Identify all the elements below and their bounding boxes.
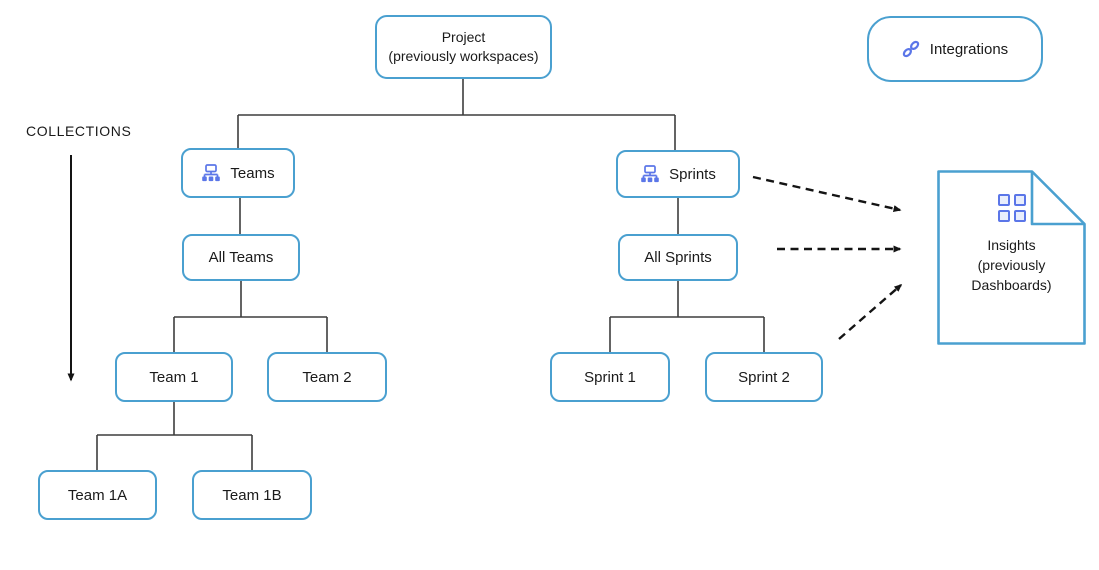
node-all-teams: All Teams [182, 234, 300, 281]
node-sprint-1: Sprint 1 [550, 352, 670, 402]
insights-label: Insights (previously Dashboards) [971, 237, 1052, 293]
team-1-label: Team 1 [149, 368, 199, 386]
all-sprints-label: All Sprints [644, 249, 712, 266]
project-line1: Project [441, 29, 486, 45]
team-1b-label: Team 1B [222, 486, 282, 504]
sprints-label: Sprints [669, 165, 716, 183]
team-1a-label: Team 1A [67, 486, 128, 504]
node-team-1: Team 1 [115, 352, 233, 402]
node-all-sprints: All Sprints [618, 234, 738, 281]
sprint-1-label: Sprint 1 [584, 368, 636, 386]
collections-label: COLLECTIONS [26, 123, 132, 139]
org-chart-icon [640, 165, 660, 183]
all-teams-label: All Teams [208, 249, 274, 266]
integrations-button: Integrations [867, 16, 1043, 82]
project-line2: (previously workspaces) [388, 48, 539, 64]
node-sprints: Sprints [616, 150, 740, 198]
org-chart-icon [201, 164, 221, 182]
document-shape [937, 170, 1086, 345]
node-sprint-2: Sprint 2 [705, 352, 823, 402]
dashed-arrow-sprintitems-insights [838, 284, 903, 340]
insights-node: Insights (previously Dashboards) [937, 170, 1086, 345]
grid-icon [997, 194, 1026, 222]
node-team-1b: Team 1B [192, 470, 312, 520]
sprint-2-label: Sprint 2 [738, 368, 790, 386]
node-project: Project (previously workspaces) [375, 15, 552, 79]
node-team-1a: Team 1A [38, 470, 157, 520]
team-2-label: Team 2 [302, 368, 352, 386]
node-teams: Teams [181, 148, 295, 198]
teams-label: Teams [230, 164, 275, 182]
node-team-2: Team 2 [267, 352, 387, 402]
dashed-arrow-sprints-insights [752, 175, 902, 212]
link-icon [902, 40, 920, 58]
integrations-label: Integrations [929, 40, 1009, 58]
